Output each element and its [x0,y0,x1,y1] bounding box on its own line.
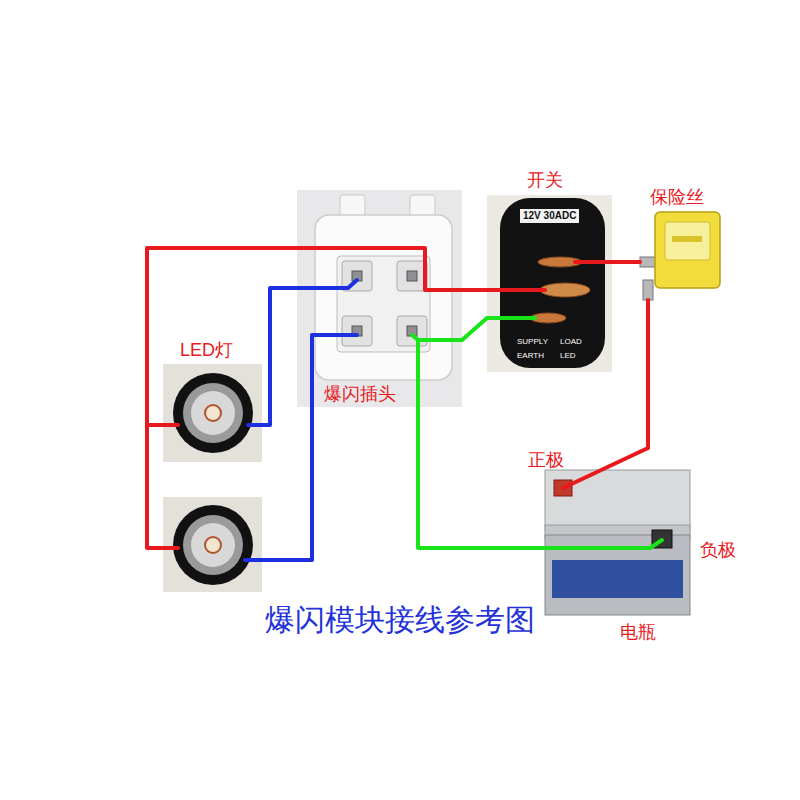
switch-photo [487,195,612,372]
led-lamp-photo [163,364,262,462]
fuse-photo [655,212,720,288]
led-lamp-photo [163,497,262,592]
wire [418,407,525,548]
plug-photo [397,261,427,291]
plug-photo [315,215,452,380]
battery: 正极负极电瓶 [525,448,745,648]
terminal-wire [297,280,357,288]
wire [262,288,297,425]
strobe-plug: 爆闪插头 [297,190,462,407]
terminal-wire [563,448,648,488]
fuse-photo [665,222,710,260]
wire [612,260,630,264]
part-label: 电瓶 [620,622,656,643]
battery-photo [545,470,690,615]
part-label: 爆闪插头 [324,384,396,405]
plug-photo [297,190,462,407]
terminal-wire [147,262,662,560]
switch-photo [500,198,605,368]
terminal-wire [525,540,662,548]
rocker-switch: 开关 12V 30ADC LOAD SUPPLY EARTH LED [487,170,612,372]
terminal-wire [245,558,262,562]
wire [462,318,487,340]
led-lamp-photo [205,405,221,421]
terminal-wire [416,340,420,407]
terminal-wire [158,423,178,427]
led-lamp-photo [191,391,235,435]
plug-photo [297,190,462,407]
part-label: LED灯 [180,340,233,361]
part-label: 保险丝 [650,187,704,208]
plug-photo [342,316,372,346]
terminal-label: EARTH [517,351,544,360]
led-lamp-pair: LED灯 [158,338,262,592]
diagram-title: 爆闪模块接线参考图 [265,603,535,638]
terminal-label: 负极 [700,540,736,561]
terminal-label: 正极 [528,450,564,471]
terminal-wire [248,423,262,427]
led-lamp-photo [183,383,243,443]
led-lamp-photo [163,364,262,592]
fuse-photo [640,212,720,300]
rating-text: 12V 30ADC [520,209,579,223]
switch-photo [540,283,590,297]
part-label: 开关 [527,170,563,191]
wire [646,305,650,448]
battery-photo [545,470,690,530]
battery-photo [552,560,683,598]
terminal-label: LED [560,351,576,360]
plug-photo [407,271,417,281]
led-lamp-photo [183,515,243,575]
switch-photo [487,195,612,372]
terminal-label: SUPPLY [517,337,548,346]
led-lamp-photo [173,373,253,453]
terminal-wire [487,288,545,292]
led-lamp-photo [173,505,253,585]
terminal-label: LOAD [560,337,582,346]
led-lamp-photo [205,537,221,553]
terminal-wire [575,260,612,264]
terminal-wire [487,316,535,320]
led-lamp-photo [191,523,235,567]
blade-fuse: 保险丝 [630,185,730,305]
wire [147,248,487,425]
fuse-photo [672,236,702,242]
wire [262,407,312,560]
fuse-photo [643,280,653,300]
terminal-wire [147,425,178,548]
